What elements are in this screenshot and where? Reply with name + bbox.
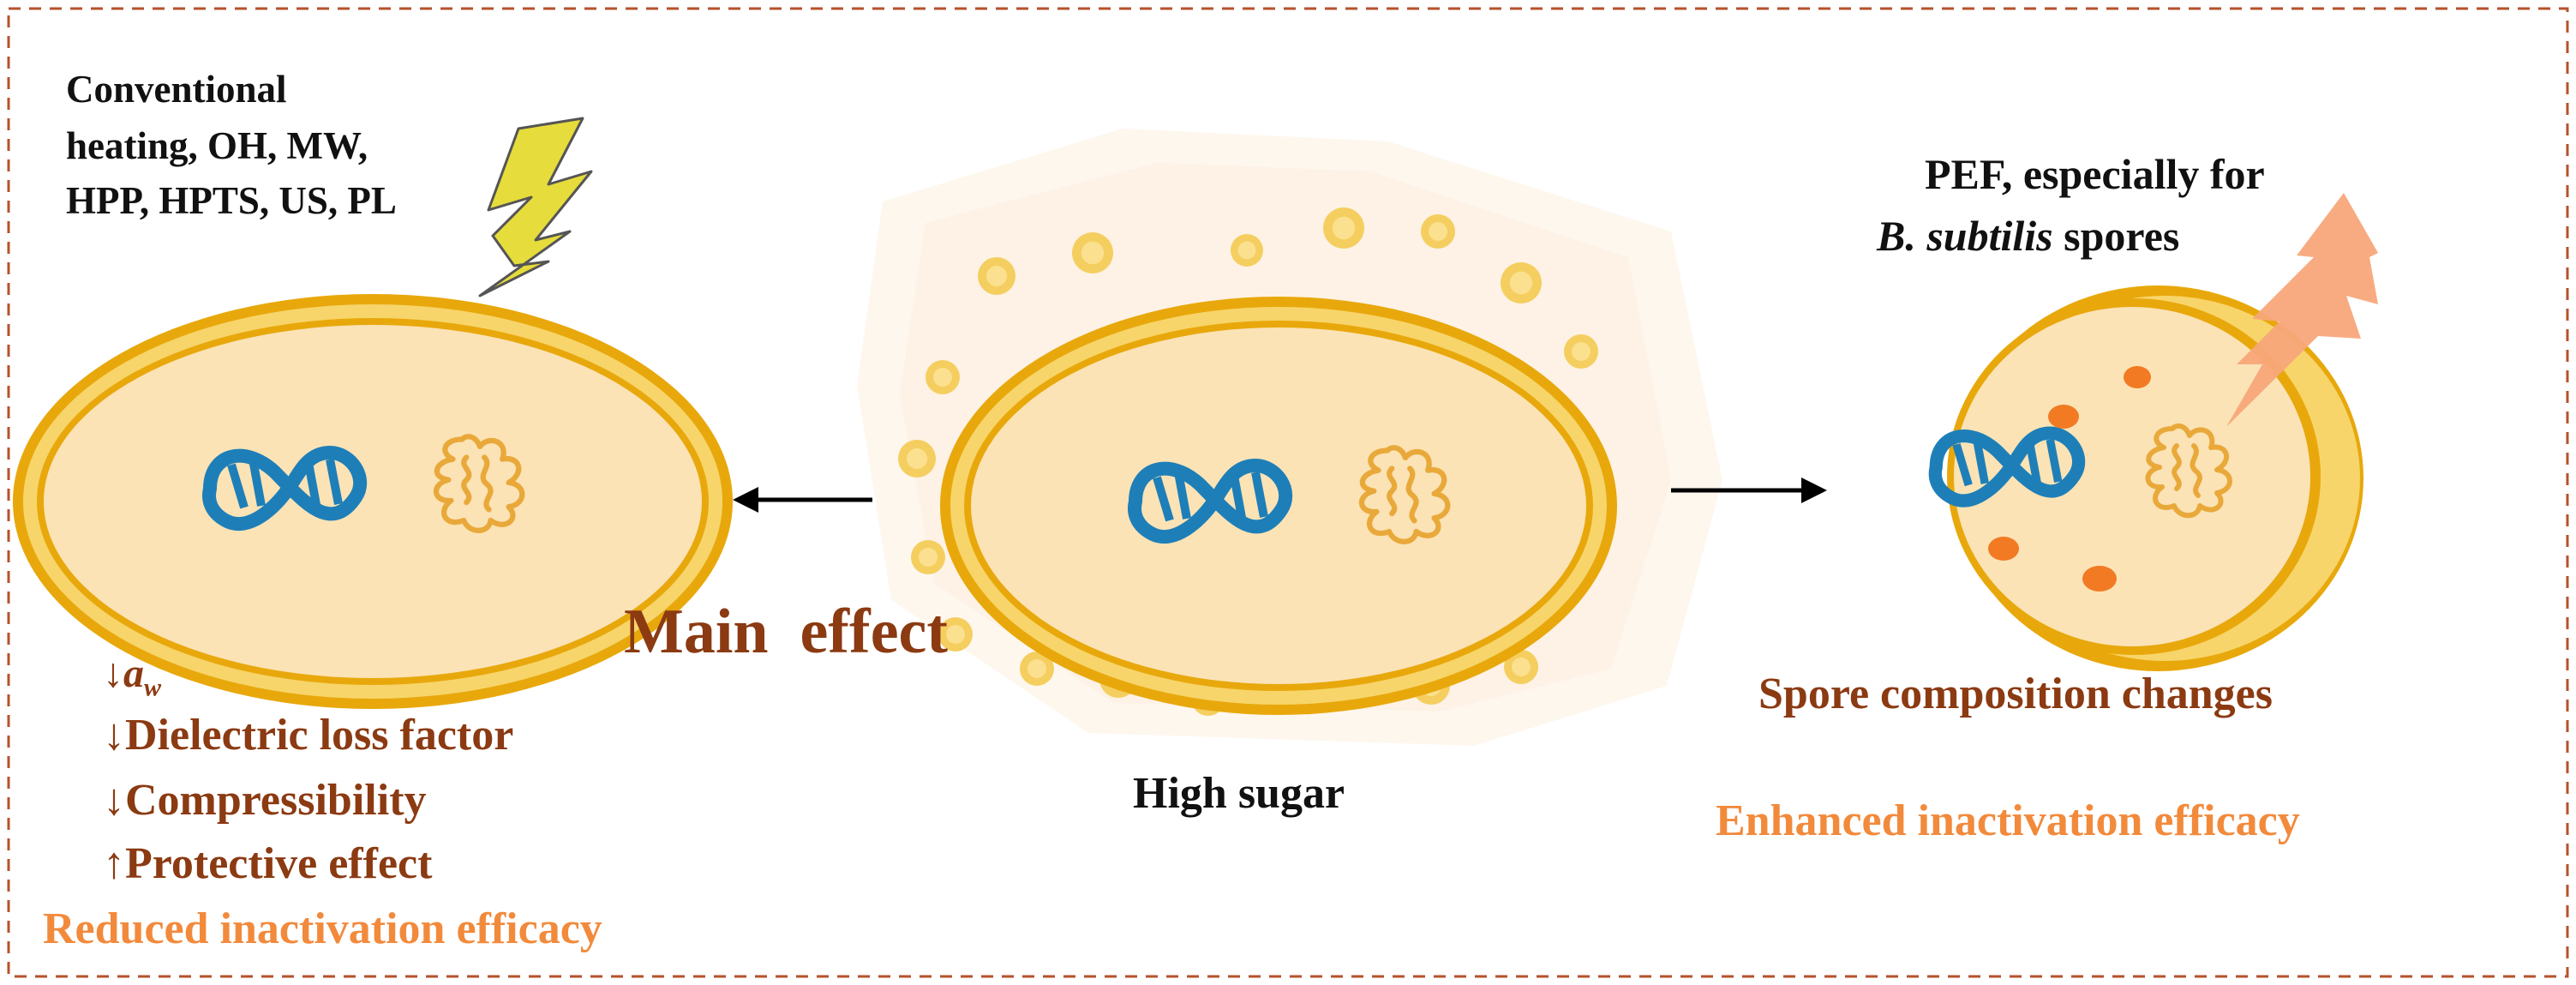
spores-text: spores bbox=[2052, 212, 2180, 260]
lightning-bolt-icon bbox=[478, 117, 593, 297]
left-treatment-line3: HPP, HPTS, US, PL bbox=[66, 179, 397, 222]
species-name: B. subtilis bbox=[1877, 212, 2053, 260]
sugar-particle-core bbox=[1332, 216, 1356, 240]
main-effect-label: Main effect bbox=[624, 597, 949, 667]
sugar-particle-core bbox=[1512, 658, 1531, 676]
outcome-enhanced: Enhanced inactivation efficacy bbox=[1716, 796, 2300, 845]
sugar-particle-core bbox=[1429, 222, 1447, 241]
arrow-left-icon bbox=[733, 487, 872, 513]
effect-protective: ↑Protective effect bbox=[103, 839, 433, 888]
left-treatment-line2: heating, OH, MW, bbox=[66, 124, 368, 167]
effect-dielectric: ↓Dielectric loss factor bbox=[103, 711, 514, 760]
sugar-particle-core bbox=[1027, 659, 1046, 678]
high-sugar-label: High sugar bbox=[1133, 769, 1345, 818]
cell-center bbox=[940, 297, 1617, 715]
pef-spark-icon bbox=[2226, 193, 2378, 427]
outcome-reduced: Reduced inactivation efficacy bbox=[43, 904, 602, 953]
sugar-particle-core bbox=[985, 265, 1008, 287]
effect-compressibility: ↓Compressibility bbox=[103, 776, 427, 825]
sugar-particle-core bbox=[933, 368, 952, 387]
sugar-particle-core bbox=[1081, 241, 1105, 265]
effect-water-activity: ↓aw bbox=[103, 653, 161, 701]
down-arrow: ↓ bbox=[103, 651, 123, 696]
arrow-right-icon bbox=[1671, 477, 1827, 503]
sugar-particle-core bbox=[1572, 342, 1591, 361]
cell-left bbox=[13, 294, 733, 709]
sugar-particle-core bbox=[1509, 271, 1533, 295]
sugar-particle-core bbox=[946, 625, 965, 644]
left-treatment-line1: Conventional bbox=[66, 68, 287, 111]
sugar-particle-core bbox=[919, 548, 938, 567]
aw-subscript: w bbox=[144, 673, 162, 702]
right-treatment-line2: B. subtilis spores bbox=[1877, 214, 2179, 257]
dashed-frame bbox=[7, 7, 2569, 978]
right-treatment-line1: PEF, especially for bbox=[1925, 150, 2265, 198]
spore-composition-label: Spore composition changes bbox=[1758, 670, 2273, 718]
aw-symbol: a bbox=[123, 651, 144, 696]
sugar-particle-core bbox=[1237, 241, 1256, 260]
sugar-particle-core bbox=[906, 447, 928, 470]
orange-particles bbox=[1988, 366, 2151, 592]
